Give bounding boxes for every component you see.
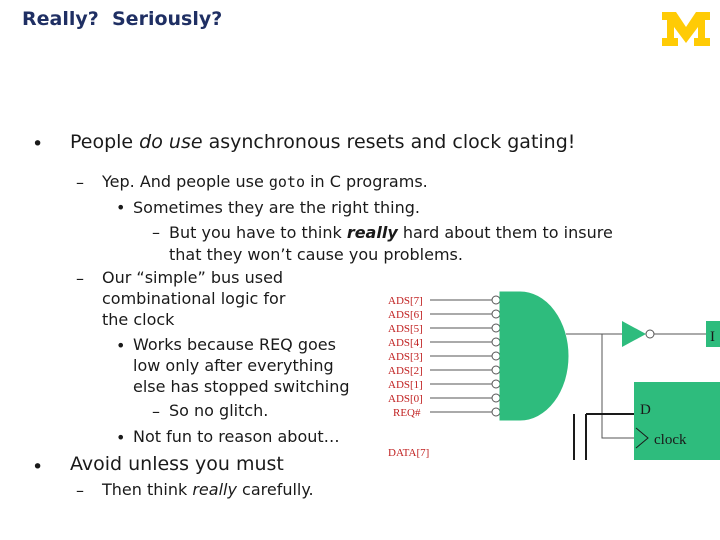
input-label-ads5: ADS[5]	[388, 323, 423, 335]
ff-clock-label: clock	[654, 432, 687, 448]
bullet-dot-2: •	[32, 456, 44, 478]
buffer-icon	[622, 321, 646, 347]
input-label-ads1: ADS[1]	[388, 379, 423, 391]
bullet-no-glitch: So no glitch.	[169, 401, 269, 420]
flip-flop-icon	[634, 382, 720, 460]
clock-gating-circuit: ADS[7] ADS[6] ADS[5] ADS[4] ADS[3] ADS[2…	[388, 291, 720, 460]
bullet-then-think: Then think really carefully.	[102, 480, 314, 499]
bullet-yep-goto: Yep. And people use goto in C programs.	[102, 172, 428, 191]
bullet-simple-line-2: combinational logic for	[102, 289, 286, 308]
dot-works: •	[116, 336, 126, 355]
input-label-ads2: ADS[2]	[388, 365, 423, 377]
dash-then: –	[76, 481, 84, 500]
bullet-simple-line-3: the clock	[102, 310, 175, 329]
bullet-sometimes: Sometimes they are the right thing.	[133, 198, 420, 217]
bullet-works-line-1: Works because REQ goes	[133, 335, 336, 354]
input-wires	[430, 295, 501, 417]
ff-d-label: D	[640, 402, 651, 418]
bullet-think-really: But you have to think really hard about …	[169, 223, 613, 242]
dash-think: –	[152, 223, 160, 242]
dash-glitch: –	[152, 402, 160, 421]
dash-simple: –	[76, 269, 84, 288]
input-label-ads7: ADS[7]	[388, 295, 423, 307]
university-logo-icon	[662, 12, 710, 46]
and-gate-icon	[499, 291, 569, 421]
input-label-req: REQ#	[393, 407, 421, 419]
dot-notfun: •	[116, 428, 126, 447]
dot-sometimes: •	[116, 198, 126, 217]
bullet-people-async: People do use asynchronous resets and cl…	[70, 131, 576, 153]
dash-yep: –	[76, 173, 84, 192]
bullet-avoid: Avoid unless you must	[70, 453, 284, 475]
bullet-not-fun: Not fun to reason about…	[133, 427, 340, 446]
input-label-ads0: ADS[0]	[388, 393, 423, 405]
data-label: DATA[7]	[388, 447, 429, 459]
bullet-works-line-3: else has stopped switching	[133, 377, 350, 396]
input-label-ads4: ADS[4]	[388, 337, 423, 349]
bullet-think-continued: that they won’t cause you problems.	[169, 245, 463, 264]
slide-title: Really? Seriously?	[22, 8, 223, 30]
input-label-ads6: ADS[6]	[388, 309, 423, 321]
input-label-ads3: ADS[3]	[388, 351, 423, 363]
bullet-simple-line-1: Our “simple” bus used	[102, 268, 284, 287]
partial-label: I	[710, 329, 715, 345]
bullet-works-line-2: low only after everything	[133, 356, 334, 375]
bullet-dot-1: •	[32, 133, 44, 155]
